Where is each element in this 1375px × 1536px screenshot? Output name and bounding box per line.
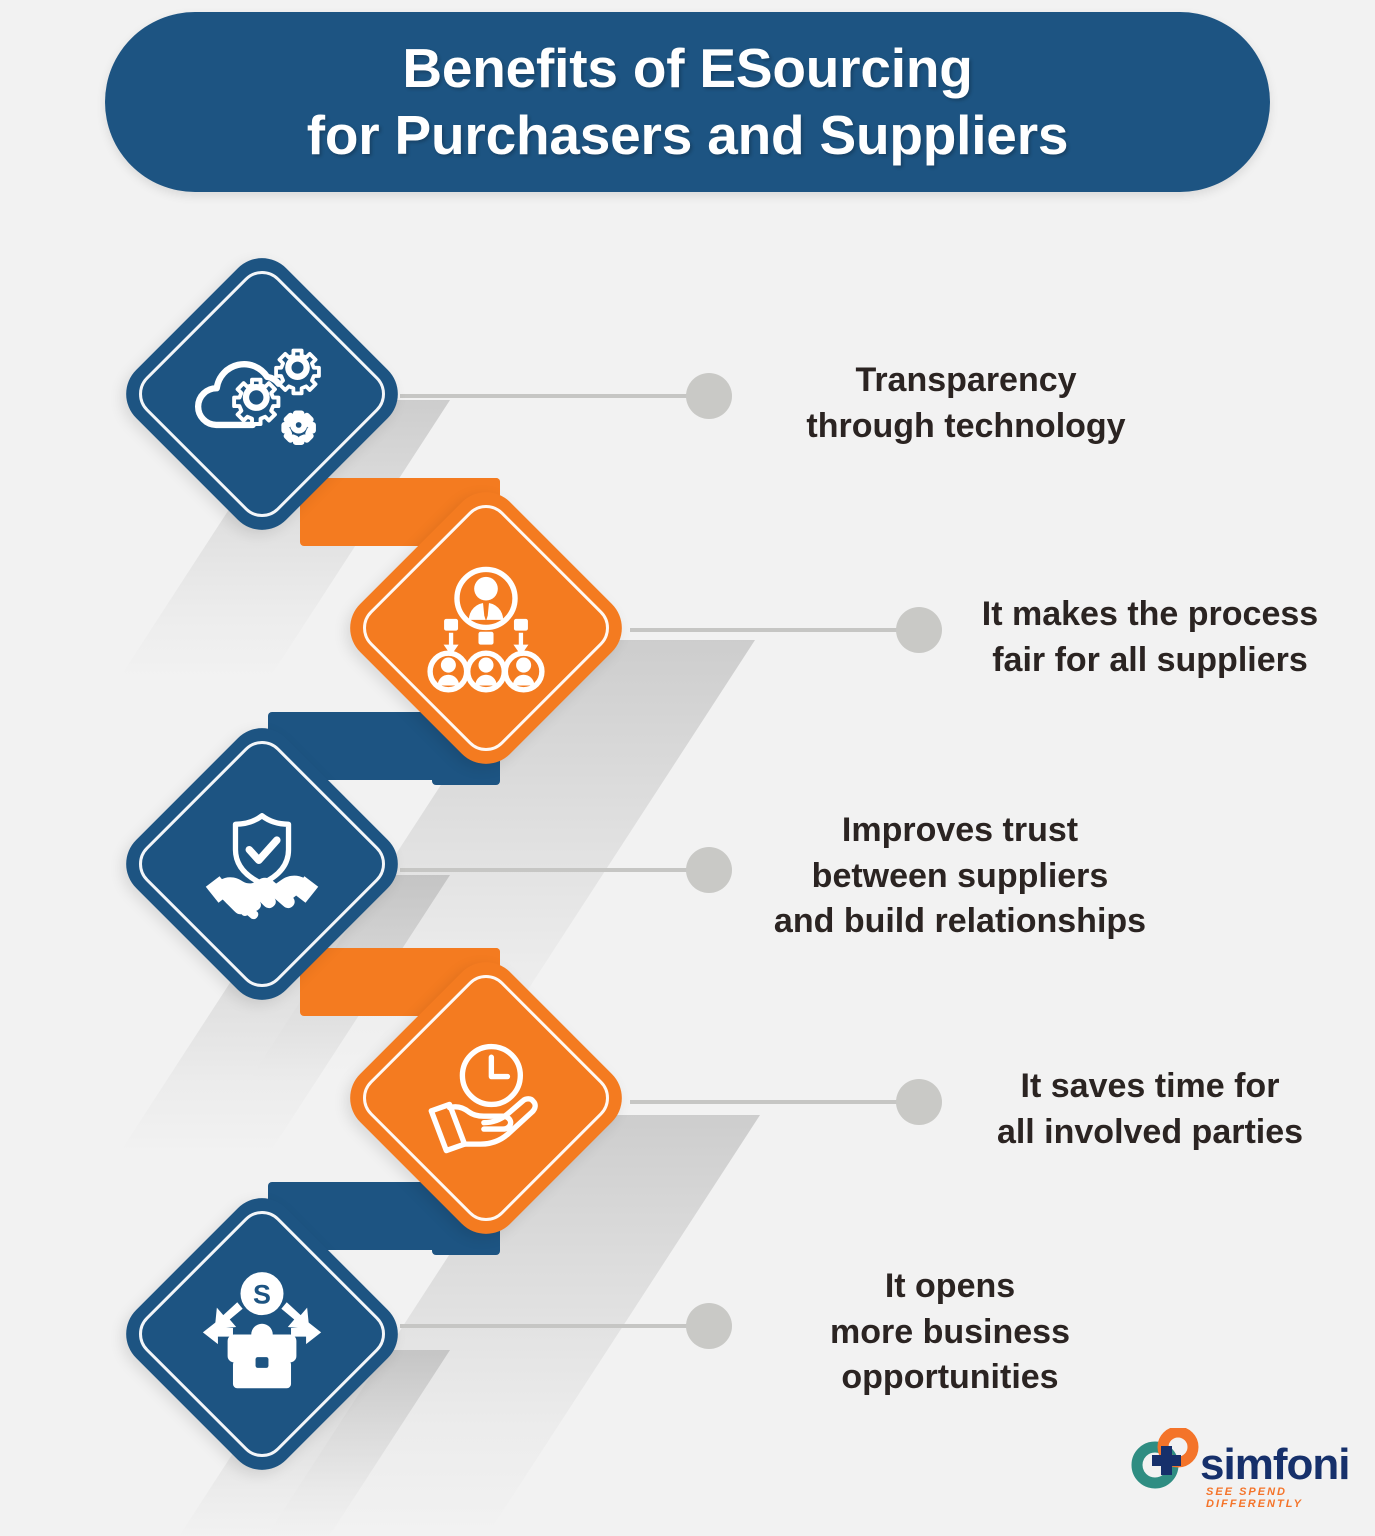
leader-line-2 [630, 628, 920, 632]
benefit-node-1[interactable] [112, 244, 412, 544]
page-title-line-1: Benefits of ESourcing [402, 36, 973, 99]
page-title-banner: Benefits of ESourcing for Purchasers and… [105, 12, 1270, 192]
benefit-node-5[interactable]: S [112, 1184, 412, 1484]
svg-text:S: S [253, 1279, 271, 1309]
leader-line-1 [400, 394, 710, 398]
leader-line-5 [400, 1324, 710, 1328]
logo-wordmark: simfoni [1200, 1440, 1350, 1489]
leader-line-3 [400, 868, 710, 872]
leader-dot-1 [686, 373, 732, 419]
benefit-node-4[interactable] [336, 948, 636, 1248]
simfoni-mark-icon [1131, 1428, 1199, 1489]
leader-line-4 [630, 1100, 920, 1104]
benefit-label-1: Transparency through technology [806, 361, 1126, 445]
benefit-label-2: It makes the process fair for all suppli… [981, 595, 1319, 679]
benefit-label-4: It saves time for all involved parties [996, 1067, 1304, 1151]
page-title-line-2: for Purchasers and Suppliers [306, 104, 1069, 166]
shield-check-handshake-icon [192, 794, 332, 934]
benefit-label-3: Improves trust between suppliers and bui… [773, 811, 1147, 941]
org-hierarchy-people-icon [416, 558, 556, 698]
simfoni-logo[interactable]: simfoni SEE SPEND DIFFERENTLY [1128, 1424, 1350, 1510]
leader-dot-3 [686, 847, 732, 893]
page-title: Benefits of ESourcing for Purchasers and… [277, 35, 1099, 169]
benefit-label-5: It opens more business opportunities [830, 1267, 1070, 1397]
hand-holding-clock-icon [416, 1028, 556, 1168]
benefit-node-2[interactable] [336, 478, 636, 778]
logo-tagline: SEE SPEND DIFFERENTLY [1206, 1486, 1303, 1510]
cloud-gears-icon [192, 324, 332, 464]
leader-dot-5 [686, 1303, 732, 1349]
leader-dot-2 [896, 607, 942, 653]
leader-dot-4 [896, 1079, 942, 1125]
briefcase-dollar-arrows-icon: S [192, 1264, 332, 1404]
benefit-node-3[interactable] [112, 714, 412, 1014]
